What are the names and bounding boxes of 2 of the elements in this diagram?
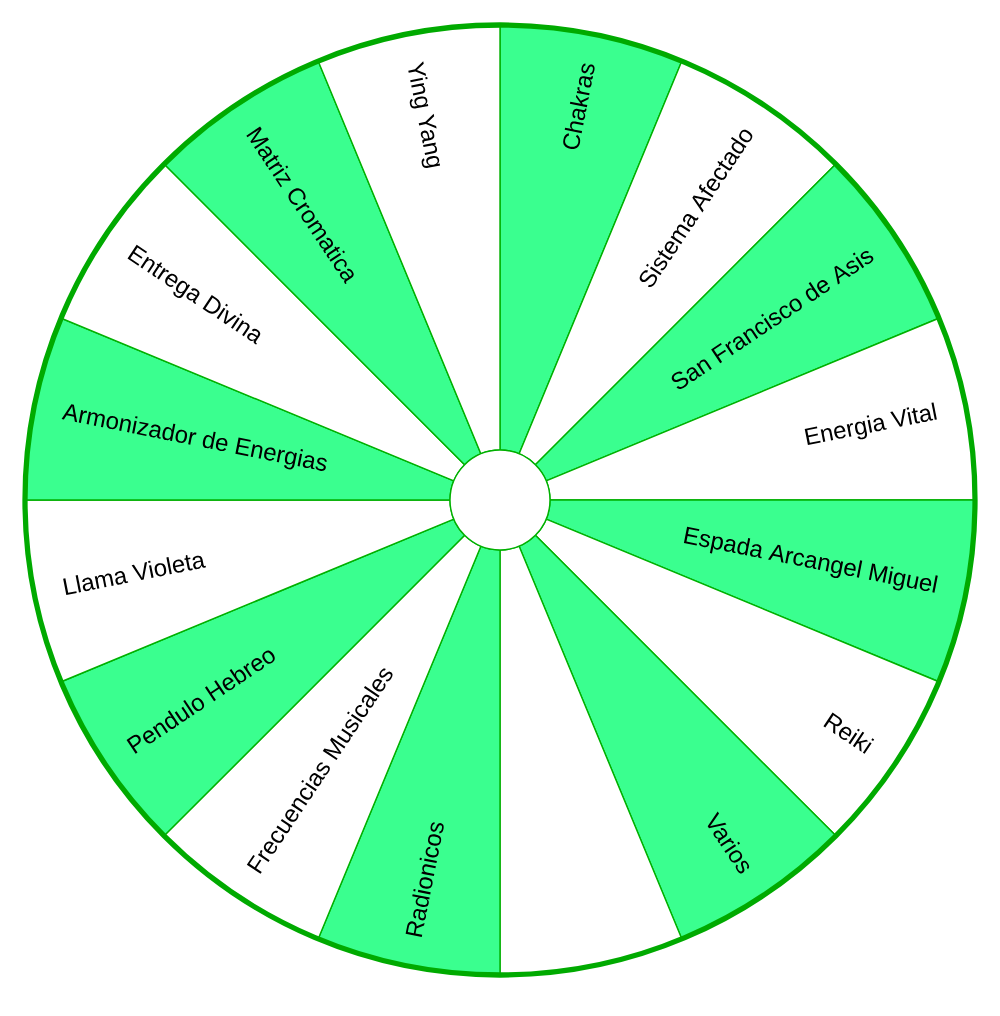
wheel-sector: Espada Arcangel Miguel xyxy=(545,499,976,683)
hub-circle xyxy=(449,449,551,551)
